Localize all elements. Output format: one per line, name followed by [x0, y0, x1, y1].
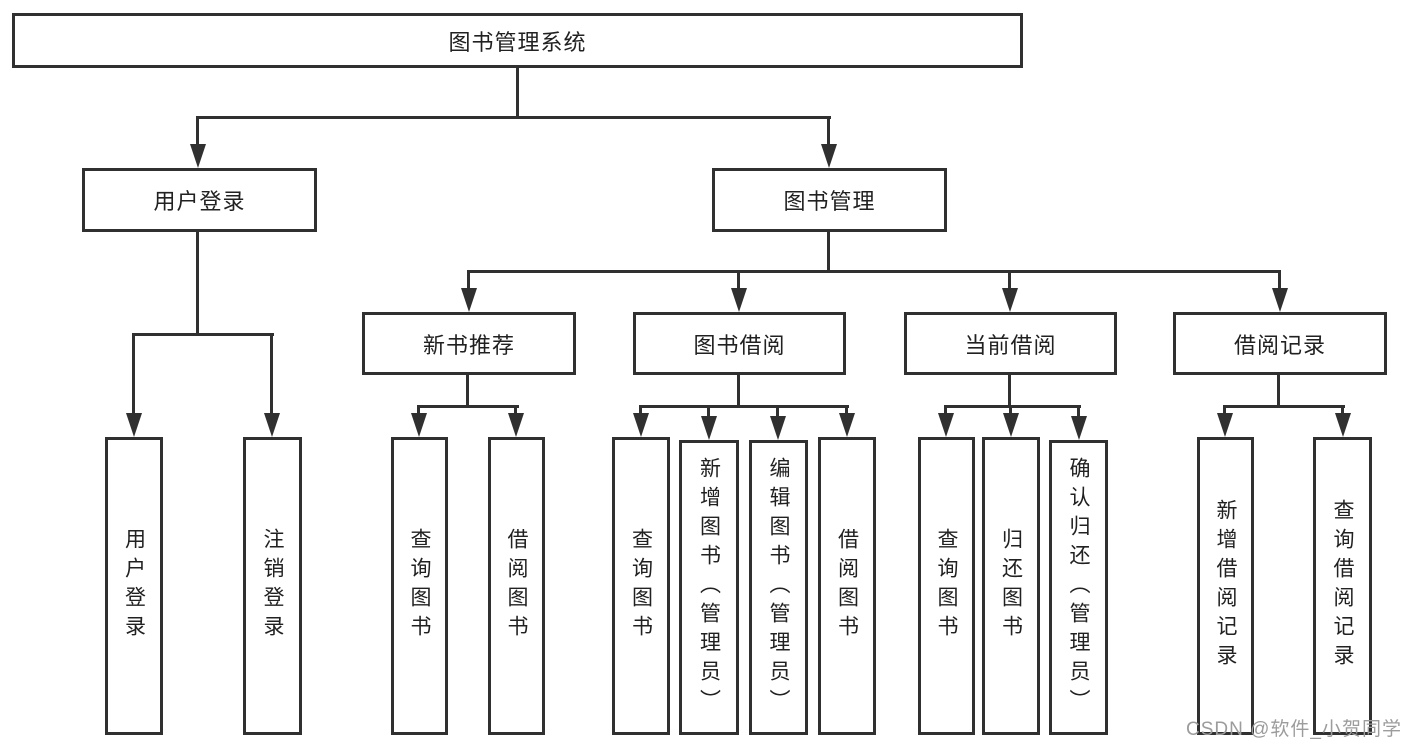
- csdn-watermark: CSDN @软件_小贺同学: [1186, 719, 1402, 740]
- connector-root-drop-right: [827, 116, 830, 145]
- connector-borrow-drop-3: [776, 405, 779, 418]
- leaf-user-login: 用户登录: [105, 437, 163, 735]
- arrow-down-icon: [508, 413, 524, 437]
- connector-record-drop-2: [1341, 405, 1344, 416]
- connector-record-drop-1: [1223, 405, 1226, 416]
- leaf-record-add-borrow-record: 新增借阅记录: [1197, 437, 1254, 735]
- arrow-down-icon: [731, 288, 747, 312]
- arrow-down-icon: [839, 413, 855, 437]
- connector-current-drop-2: [1009, 405, 1012, 416]
- connector-login-drop-1: [132, 333, 135, 415]
- leaf-logout: 注销登录: [243, 437, 302, 735]
- arrow-down-icon: [1272, 288, 1288, 312]
- arrow-down-icon: [1002, 288, 1018, 312]
- connector-current-drop-3: [1077, 405, 1080, 418]
- leaf-record-query-borrow-record: 查询借阅记录: [1313, 437, 1372, 735]
- connector-borrow-drop-4: [845, 405, 848, 416]
- node-book-borrow: 图书借阅: [633, 312, 846, 375]
- connector-recommend-drop-2: [514, 405, 517, 416]
- leaf-current-confirm-return-admin: 确认归还（管理员）: [1049, 440, 1108, 735]
- leaf-recommend-query-books: 查询图书: [391, 437, 448, 735]
- arrow-down-icon: [126, 413, 142, 437]
- arrow-down-icon: [411, 413, 427, 437]
- node-new-book-recommend: 新书推荐: [362, 312, 576, 375]
- arrow-down-icon: [938, 413, 954, 437]
- arrow-down-icon: [461, 288, 477, 312]
- leaf-borrow-query-books: 查询图书: [612, 437, 670, 735]
- connector-recommend-stem: [466, 375, 469, 406]
- connector-root-drop-left: [196, 116, 199, 145]
- connector-mgmt-drop-2: [737, 270, 740, 292]
- connector-borrow-drop-1: [639, 405, 642, 416]
- arrow-down-icon: [264, 413, 280, 437]
- leaf-borrow-add-books-admin: 新增图书（管理员）: [679, 440, 739, 735]
- arrow-down-icon: [633, 413, 649, 437]
- connector-mgmt-stem: [827, 232, 830, 271]
- connector-root-rail: [196, 116, 831, 119]
- connector-mgmt-rail: [467, 270, 1281, 273]
- connector-recommend-drop-1: [417, 405, 420, 416]
- arrow-down-icon: [821, 144, 837, 168]
- connector-borrow-stem: [737, 375, 740, 406]
- arrow-down-icon: [1217, 413, 1233, 437]
- node-borrow-record: 借阅记录: [1173, 312, 1387, 375]
- connector-mgmt-drop-4: [1278, 270, 1281, 292]
- connector-borrow-rail: [639, 405, 849, 408]
- connector-current-stem: [1008, 375, 1011, 406]
- connector-record-rail: [1223, 405, 1345, 408]
- connector-root-stem: [516, 68, 519, 117]
- arrow-down-icon: [701, 416, 717, 440]
- connector-mgmt-drop-1: [467, 270, 470, 292]
- connector-login-drop-2: [270, 333, 273, 415]
- leaf-borrow-edit-books-admin: 编辑图书（管理员）: [749, 440, 808, 735]
- leaf-borrow-borrow-books: 借阅图书: [818, 437, 876, 735]
- connector-current-rail: [944, 405, 1081, 408]
- connector-record-stem: [1277, 375, 1280, 406]
- arrow-down-icon: [1335, 413, 1351, 437]
- connector-recommend-rail: [417, 405, 519, 408]
- node-book-management: 图书管理: [712, 168, 947, 232]
- leaf-current-query-books: 查询图书: [918, 437, 975, 735]
- leaf-recommend-borrow-books: 借阅图书: [488, 437, 545, 735]
- arrow-down-icon: [1071, 416, 1087, 440]
- node-root-system: 图书管理系统: [12, 13, 1023, 68]
- connector-login-rail: [132, 333, 274, 336]
- arrow-down-icon: [770, 416, 786, 440]
- connector-login-stem: [196, 232, 199, 334]
- connector-borrow-drop-2: [707, 405, 710, 418]
- node-current-borrow: 当前借阅: [904, 312, 1117, 375]
- connector-current-drop-1: [944, 405, 947, 416]
- node-user-login: 用户登录: [82, 168, 317, 232]
- leaf-current-return-books: 归还图书: [982, 437, 1040, 735]
- connector-mgmt-drop-3: [1008, 270, 1011, 292]
- arrow-down-icon: [190, 144, 206, 168]
- arrow-down-icon: [1003, 413, 1019, 437]
